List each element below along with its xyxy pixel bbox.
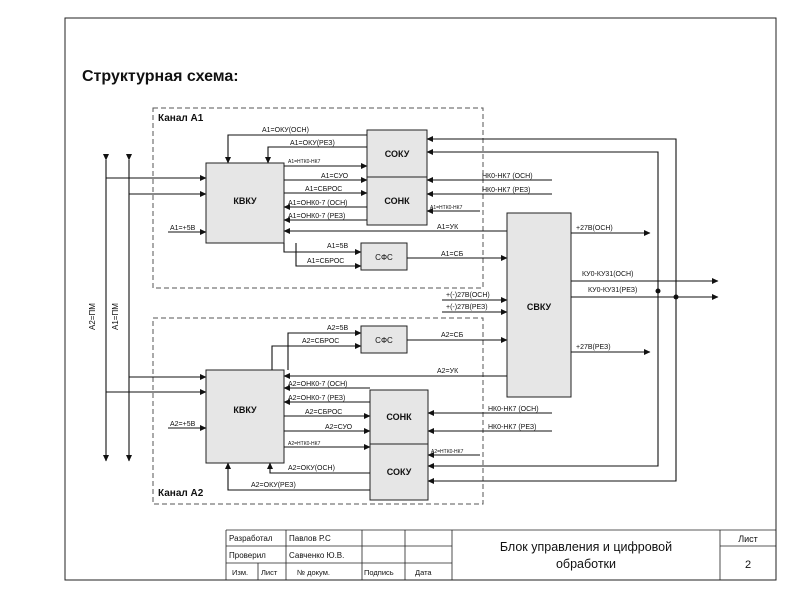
sig-a1-ntko: А1=НТК0-НК7 [288, 159, 321, 165]
block-sfs-a1-label: СФС [375, 253, 393, 262]
page-title: Структурная схема: [82, 68, 239, 85]
sig-svku-27-osn: +27В(ОСН) [576, 225, 613, 232]
sig-a2-nk-rez: НК0-НК7 (РЕЗ) [488, 424, 536, 431]
sig-a2-yk: А2=УК [437, 368, 459, 375]
sig-a2-sb: А2=СБ [441, 332, 464, 339]
wire-a1-oku-osn [225, 134, 367, 164]
wire-a1-oku-rez [265, 146, 367, 164]
bus-a1pm-label: А1=ПМ [111, 303, 120, 330]
tb-proveril: Проверил [229, 551, 266, 560]
tb-razrabotal-name: Павлов Р.С [289, 534, 331, 543]
sig-a1-onk-osn: А1=ОНК0-7 (ОСН) [288, 200, 348, 207]
tb-doc-title-1: Блок управления и цифровой [500, 540, 672, 554]
sig-svku-in27-osn: +(-)27В(ОСН) [446, 292, 490, 299]
sig-svku-27-rez: +27В(РЕЗ) [576, 344, 611, 351]
tb-sheet-label: Лист [738, 534, 758, 544]
sig-a2-onk-osn: А2=ОНК0-7 (ОСН) [288, 381, 348, 388]
sig-a2-nk-osn: НК0-НК7 (ОСН) [488, 406, 539, 413]
tb-ndokum: № докум. [297, 568, 330, 577]
sig-a2-v5: А2=5В [327, 325, 349, 332]
channel-a1-label: Канал А1 [158, 113, 204, 124]
loop-a2-osn [427, 297, 677, 484]
sig-a1-ntko2: А1=НТК0-НК7 [430, 205, 463, 211]
sig-a1-oku-rez: А1=ОКУ(РЕЗ) [290, 140, 335, 147]
title-block [225, 529, 776, 580]
channel-a1-box [152, 107, 484, 289]
wire-a1-sbros2 [295, 243, 362, 269]
tb-razrabotal: Разработал [229, 534, 273, 543]
block-kvku-a1-label: КВКУ [233, 196, 257, 206]
tb-izm: Изм. [232, 568, 248, 577]
sig-a2-suo: А2=СУО [325, 424, 353, 431]
block-svku-label: СВКУ [527, 302, 552, 312]
block-sonk-a2-label: СОНК [386, 412, 412, 422]
wire-a1-v5 [283, 243, 362, 255]
sig-a1-yk: А1=УК [437, 224, 459, 231]
bus-a2pm-label: А2=ПМ [88, 303, 97, 330]
tb-sheet-num: 2 [745, 559, 751, 571]
sig-a1-sbros: А1=СБРОС [305, 186, 342, 193]
sig-a1-v5: А1=5В [327, 243, 349, 250]
sig-a1-sbros2: А1=СБРОС [307, 258, 344, 265]
sig-a2-pl5v: А2=+5В [170, 421, 196, 428]
sig-a2-oku-osn: А2=ОКУ(ОСН) [288, 465, 335, 472]
sig-svku-in27-rez: +(-)27В(РЕЗ) [446, 304, 488, 311]
drawing-frame [64, 17, 777, 581]
block-soku-a1-label: СОКУ [385, 149, 410, 159]
channel-a2-label: Канал А2 [158, 488, 204, 499]
sig-a1-suo: А1=СУО [321, 173, 349, 180]
sig-a2-onk-rez: А2=ОНК0-7 (РЕЗ) [288, 395, 345, 402]
tb-proveril-name: Савченко Ю.В. [289, 551, 344, 560]
wire-a2-oku-rez [225, 462, 370, 491]
loop-a1-rez [426, 149, 659, 291]
block-svku [506, 212, 572, 398]
sig-svku-ku-osn: КУ0-КУ31(ОСН) [582, 271, 633, 278]
loop-a2-rez [427, 291, 659, 469]
block-kvku-a2-label: КВКУ [233, 405, 257, 415]
sig-a2-ntko: А2=НТК0-НК7 [288, 441, 321, 447]
tb-data: Дата [415, 568, 432, 577]
sig-a1-onk-rez: А1=ОНК0-7 (РЕЗ) [288, 213, 345, 220]
sig-svku-ku-rez: КУ0-КУ31(РЕЗ) [588, 287, 637, 294]
loop-a1-osn [426, 136, 677, 297]
sig-a1-oku-osn: А1=ОКУ(ОСН) [262, 127, 309, 134]
block-sonk-a2 [369, 389, 429, 445]
block-soku-a2-label: СОКУ [387, 467, 412, 477]
sig-a1-nk-osn: НК0-НК7 (ОСН) [482, 173, 533, 180]
wire-a2-sbros [271, 343, 362, 370]
block-sfs-a1 [360, 242, 408, 271]
block-sonk-a1-label: СОНК [384, 196, 410, 206]
block-kvku-a1 [205, 162, 285, 244]
sig-a1-nk-rez: НК0-НК7 (РЕЗ) [482, 187, 530, 194]
sig-a1-pl5v: А1=+5В [170, 225, 196, 232]
sig-a1-sb: А1=СБ [441, 251, 464, 258]
sig-a2-sbros2: А2=СБРОС [305, 409, 342, 416]
block-kvku-a2 [205, 369, 285, 464]
block-sonk-a1 [366, 176, 428, 226]
sig-a2-ntko2: А2=НТК0-НК7 [431, 449, 464, 455]
tb-list: Лист [261, 568, 278, 577]
wire-a2-v5 [287, 330, 362, 370]
wire-a2-oku-osn [267, 462, 370, 474]
tb-podpis: Подпись [364, 568, 394, 577]
sig-a2-oku-rez: А2=ОКУ(РЕЗ) [251, 482, 296, 489]
block-sfs-a2-label: СФС [375, 336, 393, 345]
channel-a2-box [152, 317, 484, 505]
tb-doc-title-2: обработки [556, 557, 616, 571]
sig-a2-sbros: А2=СБРОС [302, 338, 339, 345]
block-soku-a2 [369, 443, 429, 501]
